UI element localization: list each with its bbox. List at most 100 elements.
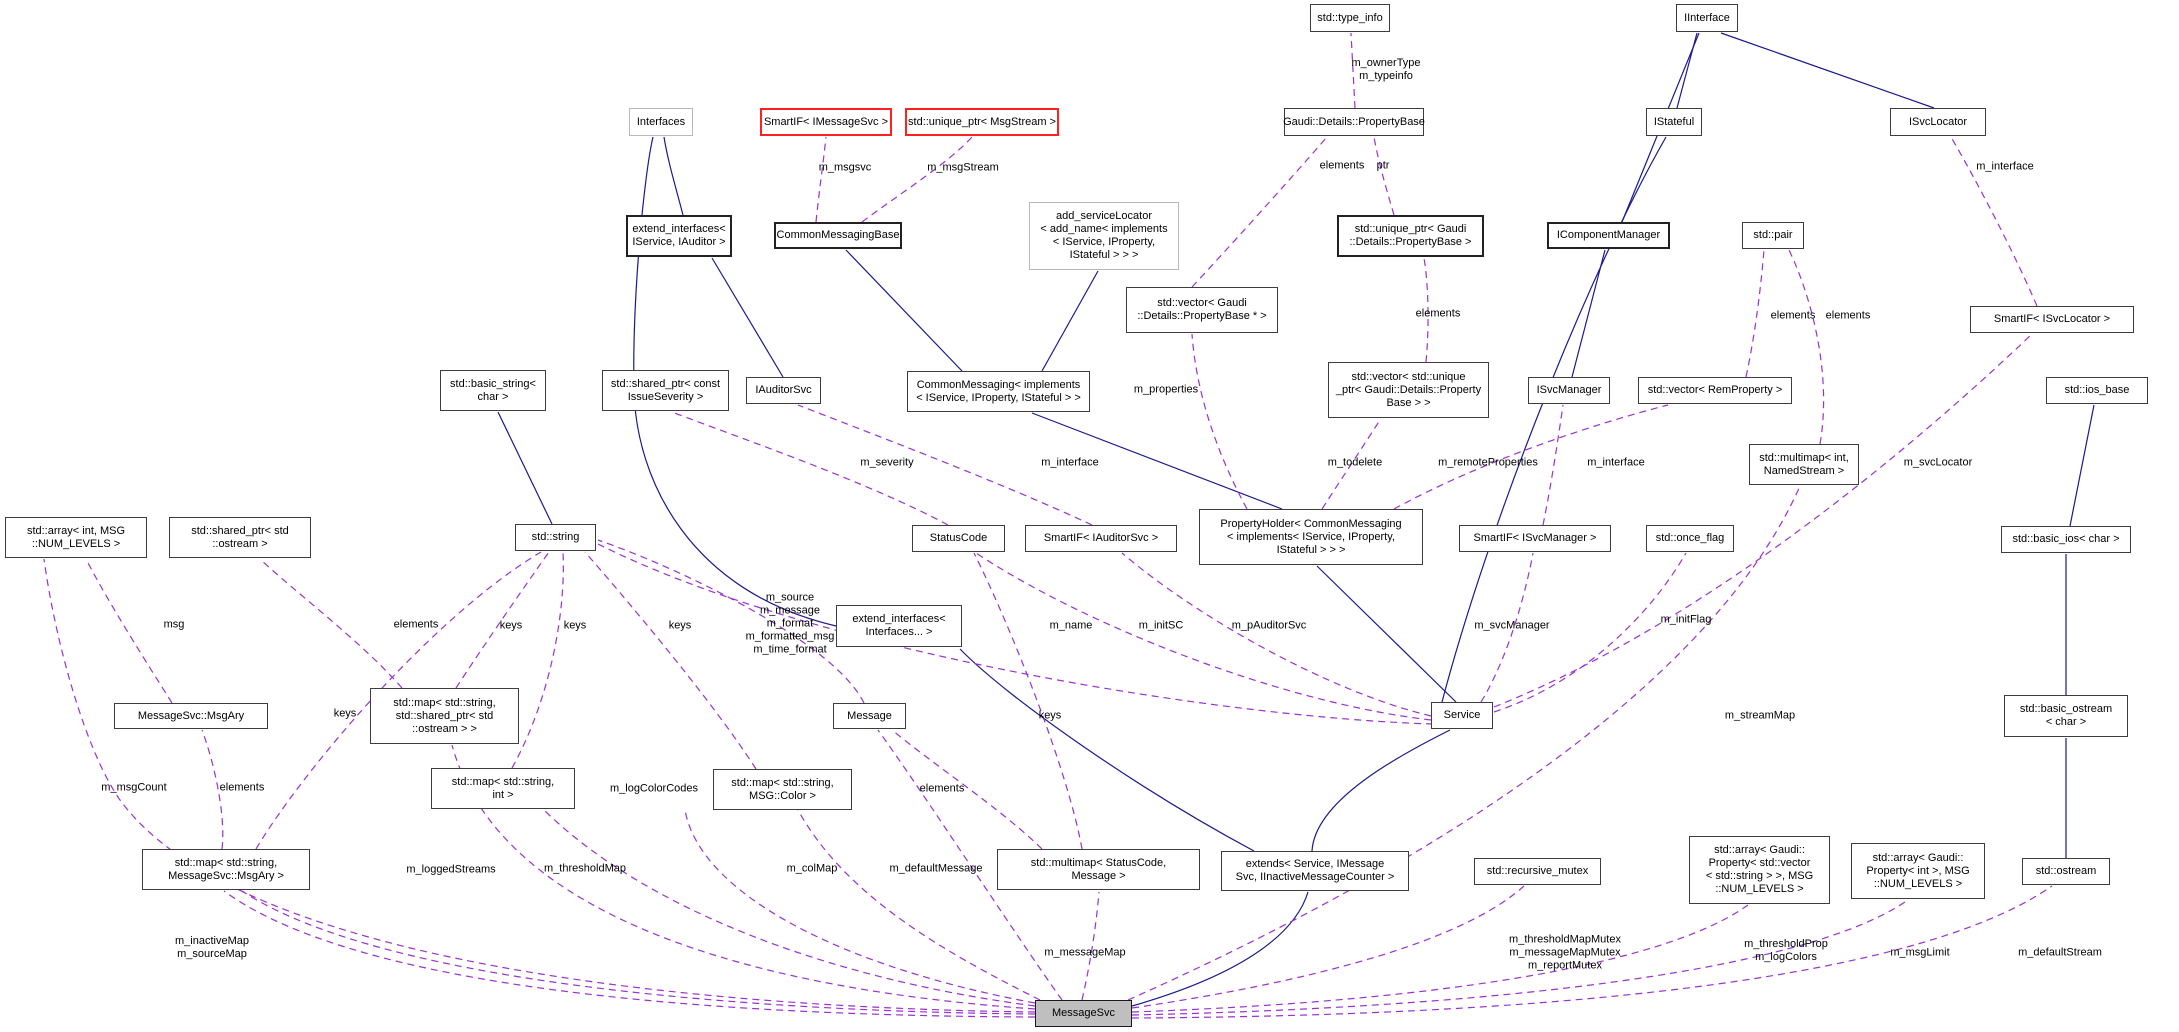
edge-label: m_remoteProperties [1438, 456, 1538, 469]
edge-extends_service-service [1311, 729, 1451, 852]
edge-extend_if_iservice_iauditor-interfaces [663, 136, 684, 216]
node-isvclocator[interactable]: ISvcLocator [1890, 108, 1986, 136]
edge-msgary-array_int_numlevels [85, 558, 173, 704]
node-propertybase[interactable]: Gaudi::Details::PropertyBase [1283, 108, 1425, 136]
edge-label: ptr [1376, 159, 1390, 172]
edge-service-once_flag [1493, 552, 1687, 713]
edge-label: m_svcManager [1474, 619, 1550, 632]
node-sharedptr_ostream[interactable]: std::shared_ptr< std ::ostream > [169, 517, 311, 558]
node-map_string_msgary[interactable]: std::map< std::string, MessageSvc::MsgAr… [142, 849, 310, 890]
node-icomponentmanager[interactable]: IComponentManager [1547, 222, 1670, 249]
node-once_flag[interactable]: std::once_flag [1646, 525, 1734, 552]
node-multimap_int_namedstream[interactable]: std::multimap< int, NamedStream > [1749, 444, 1859, 485]
edge-label: elements [1825, 309, 1871, 322]
node-msgary[interactable]: MessageSvc::MsgAry [114, 703, 268, 729]
edge-messagesvc-map_string_msgary [223, 890, 1036, 1018]
node-stdstring[interactable]: std::string [515, 524, 596, 551]
edge-commonmessaging_impl-add_servicelocator [1041, 270, 1099, 372]
edge-label: keys [668, 619, 692, 632]
node-array_int_numlevels[interactable]: std::array< int, MSG ::NUM_LEVELS > [5, 517, 147, 558]
edge-label: elements [919, 782, 965, 795]
edge-label: m_name [1049, 619, 1093, 632]
edge-multimap_int_namedstream-stdpair [1788, 249, 1825, 445]
edge-map_string_sharedptr_ostream-sharedptr_ostream [259, 558, 403, 689]
edge-label: m_initFlag [1660, 613, 1712, 626]
edge-label: elements [1415, 307, 1461, 320]
edge-label: m_interface [1041, 456, 1099, 469]
node-service[interactable]: Service [1431, 702, 1493, 729]
node-extend_if_iservice_iauditor[interactable]: extend_interfaces< IService, IAuditor > [626, 215, 732, 257]
edge-messagesvc-array_gaudi_prop_vecstring [1131, 904, 1749, 1013]
edge-label: m_msgCount [101, 781, 167, 794]
node-statuscode[interactable]: StatusCode [912, 525, 1005, 552]
node-commonmessaging_impl[interactable]: CommonMessaging< implements < IService, … [907, 371, 1090, 412]
edge-label: m_defaultMessage [889, 862, 983, 875]
edge-label: m_source m_message m_format m_formatted_… [745, 591, 835, 656]
edge-label: m_defaultStream [2018, 946, 2102, 959]
node-map_string_color[interactable]: std::map< std::string, MSG::Color > [713, 769, 852, 810]
node-message[interactable]: Message [833, 703, 906, 729]
node-extends_service[interactable]: extends< Service, IMessage Svc, IInactiv… [1221, 851, 1409, 891]
edge-label: m_msgLimit [1890, 946, 1950, 959]
node-basic_string[interactable]: std::basic_string< char > [440, 370, 546, 411]
edge-messagesvc-array_gaudi_prop_int [1131, 899, 1909, 1016]
node-propertyholder[interactable]: PropertyHolder< CommonMessaging < implem… [1199, 509, 1423, 565]
node-vector_propertybase_ptr[interactable]: std::vector< Gaudi ::Details::PropertyBa… [1126, 287, 1278, 333]
node-iauditorsvc[interactable]: IAuditorSvc [746, 377, 821, 404]
edge-uniqueptr_propertybase-propertybase [1373, 136, 1395, 216]
edge-propertyholder-vector_remproperty [1393, 404, 1669, 510]
node-type_info[interactable]: std::type_info [1310, 4, 1390, 32]
node-vector_remproperty[interactable]: std::vector< RemProperty > [1638, 377, 1792, 404]
node-istateful[interactable]: IStateful [1646, 108, 1702, 136]
node-array_gaudi_prop_int[interactable]: std::array< Gaudi:: Property< int >, MSG… [1851, 843, 1985, 899]
edge-label: m_severity [860, 456, 914, 469]
node-iinterface[interactable]: IInterface [1676, 4, 1738, 32]
edge-propertyholder-vector_uniqueptr_propertybase [1321, 419, 1381, 510]
edge-smartif_isvcmanager-isvcmanager [1542, 404, 1564, 526]
node-map_string_int[interactable]: std::map< std::string, int > [431, 768, 575, 809]
node-commonmessagingbase[interactable]: CommonMessagingBase [774, 222, 902, 249]
node-array_gaudi_prop_vecstring[interactable]: std::array< Gaudi:: Property< std::vecto… [1689, 836, 1830, 904]
node-smartif_isvcmanager[interactable]: SmartIF< ISvcManager > [1459, 525, 1611, 552]
node-uniqueptr_msgstream[interactable]: std::unique_ptr< MsgStream > [905, 108, 1059, 136]
node-vector_uniqueptr_propertybase[interactable]: std::vector< std::unique _ptr< Gaudi::De… [1328, 362, 1489, 418]
edge-label: m_inactiveMap m_sourceMap [175, 935, 249, 960]
node-interfaces: Interfaces [629, 108, 693, 136]
edge-label: m_svcLocator [1903, 456, 1973, 469]
node-basic_ios[interactable]: std::basic_ios< char > [2001, 526, 2131, 553]
node-map_string_sharedptr_ostream[interactable]: std::map< std::string, std::shared_ptr< … [370, 688, 519, 744]
edge-isvclocator-iinterface [1720, 32, 1935, 109]
edge-label: m_thresholdMap [544, 862, 626, 875]
edge-label: m_interface [1587, 456, 1645, 469]
edge-map_string_msgary-msgary [201, 729, 224, 850]
node-messagesvc: MessageSvc [1035, 1000, 1132, 1027]
node-ios_base[interactable]: std::ios_base [2046, 377, 2148, 404]
node-sharedptr_issueseverity[interactable]: std::shared_ptr< const IssueSeverity > [602, 370, 729, 411]
edge-commonmessagingbase-smartif_imessagesvc [815, 136, 827, 223]
node-basic_ostream[interactable]: std::basic_ostream < char > [2004, 695, 2128, 737]
edges [43, 32, 2095, 1019]
edge-label: m_todelete [1327, 456, 1383, 469]
node-smartif_imessagesvc[interactable]: SmartIF< IMessageSvc > [760, 108, 892, 136]
edge-iauditorsvc-extend_if_iservice_iauditor [711, 257, 784, 378]
edge-label: m_msgStream [927, 161, 999, 174]
node-stdpair[interactable]: std::pair [1742, 222, 1804, 249]
node-recursive_mutex[interactable]: std::recursive_mutex [1474, 858, 1601, 885]
edge-messagesvc-multimap_statuscode_message [1081, 891, 1100, 1001]
node-multimap_statuscode_message[interactable]: std::multimap< StatusCode, Message > [997, 849, 1200, 890]
node-isvcmanager[interactable]: ISvcManager [1528, 377, 1610, 404]
node-ostream[interactable]: std::ostream [2022, 858, 2110, 885]
node-uniqueptr_propertybase[interactable]: std::unique_ptr< Gaudi ::Details::Proper… [1337, 215, 1484, 257]
edge-label: m_properties [1133, 383, 1199, 396]
edge-multimap_statuscode_message-statuscode [973, 552, 1083, 850]
edge-vector_remproperty-stdpair [1745, 249, 1765, 378]
edge-label: m_initSC [1138, 619, 1184, 632]
node-smartif_isvclocator[interactable]: SmartIF< ISvcLocator > [1970, 306, 2134, 333]
edge-multimap_statuscode_message-message [891, 729, 1043, 850]
node-smartif_iauditorsvc[interactable]: SmartIF< IAuditorSvc > [1025, 525, 1177, 552]
edge-basic_ios-ios_base [2069, 404, 2095, 527]
node-extend_if_interfaces[interactable]: extend_interfaces< Interfaces... > [836, 605, 962, 647]
edge-message-stdstring [597, 539, 865, 704]
edge-label: m_messageMap [1044, 946, 1126, 959]
